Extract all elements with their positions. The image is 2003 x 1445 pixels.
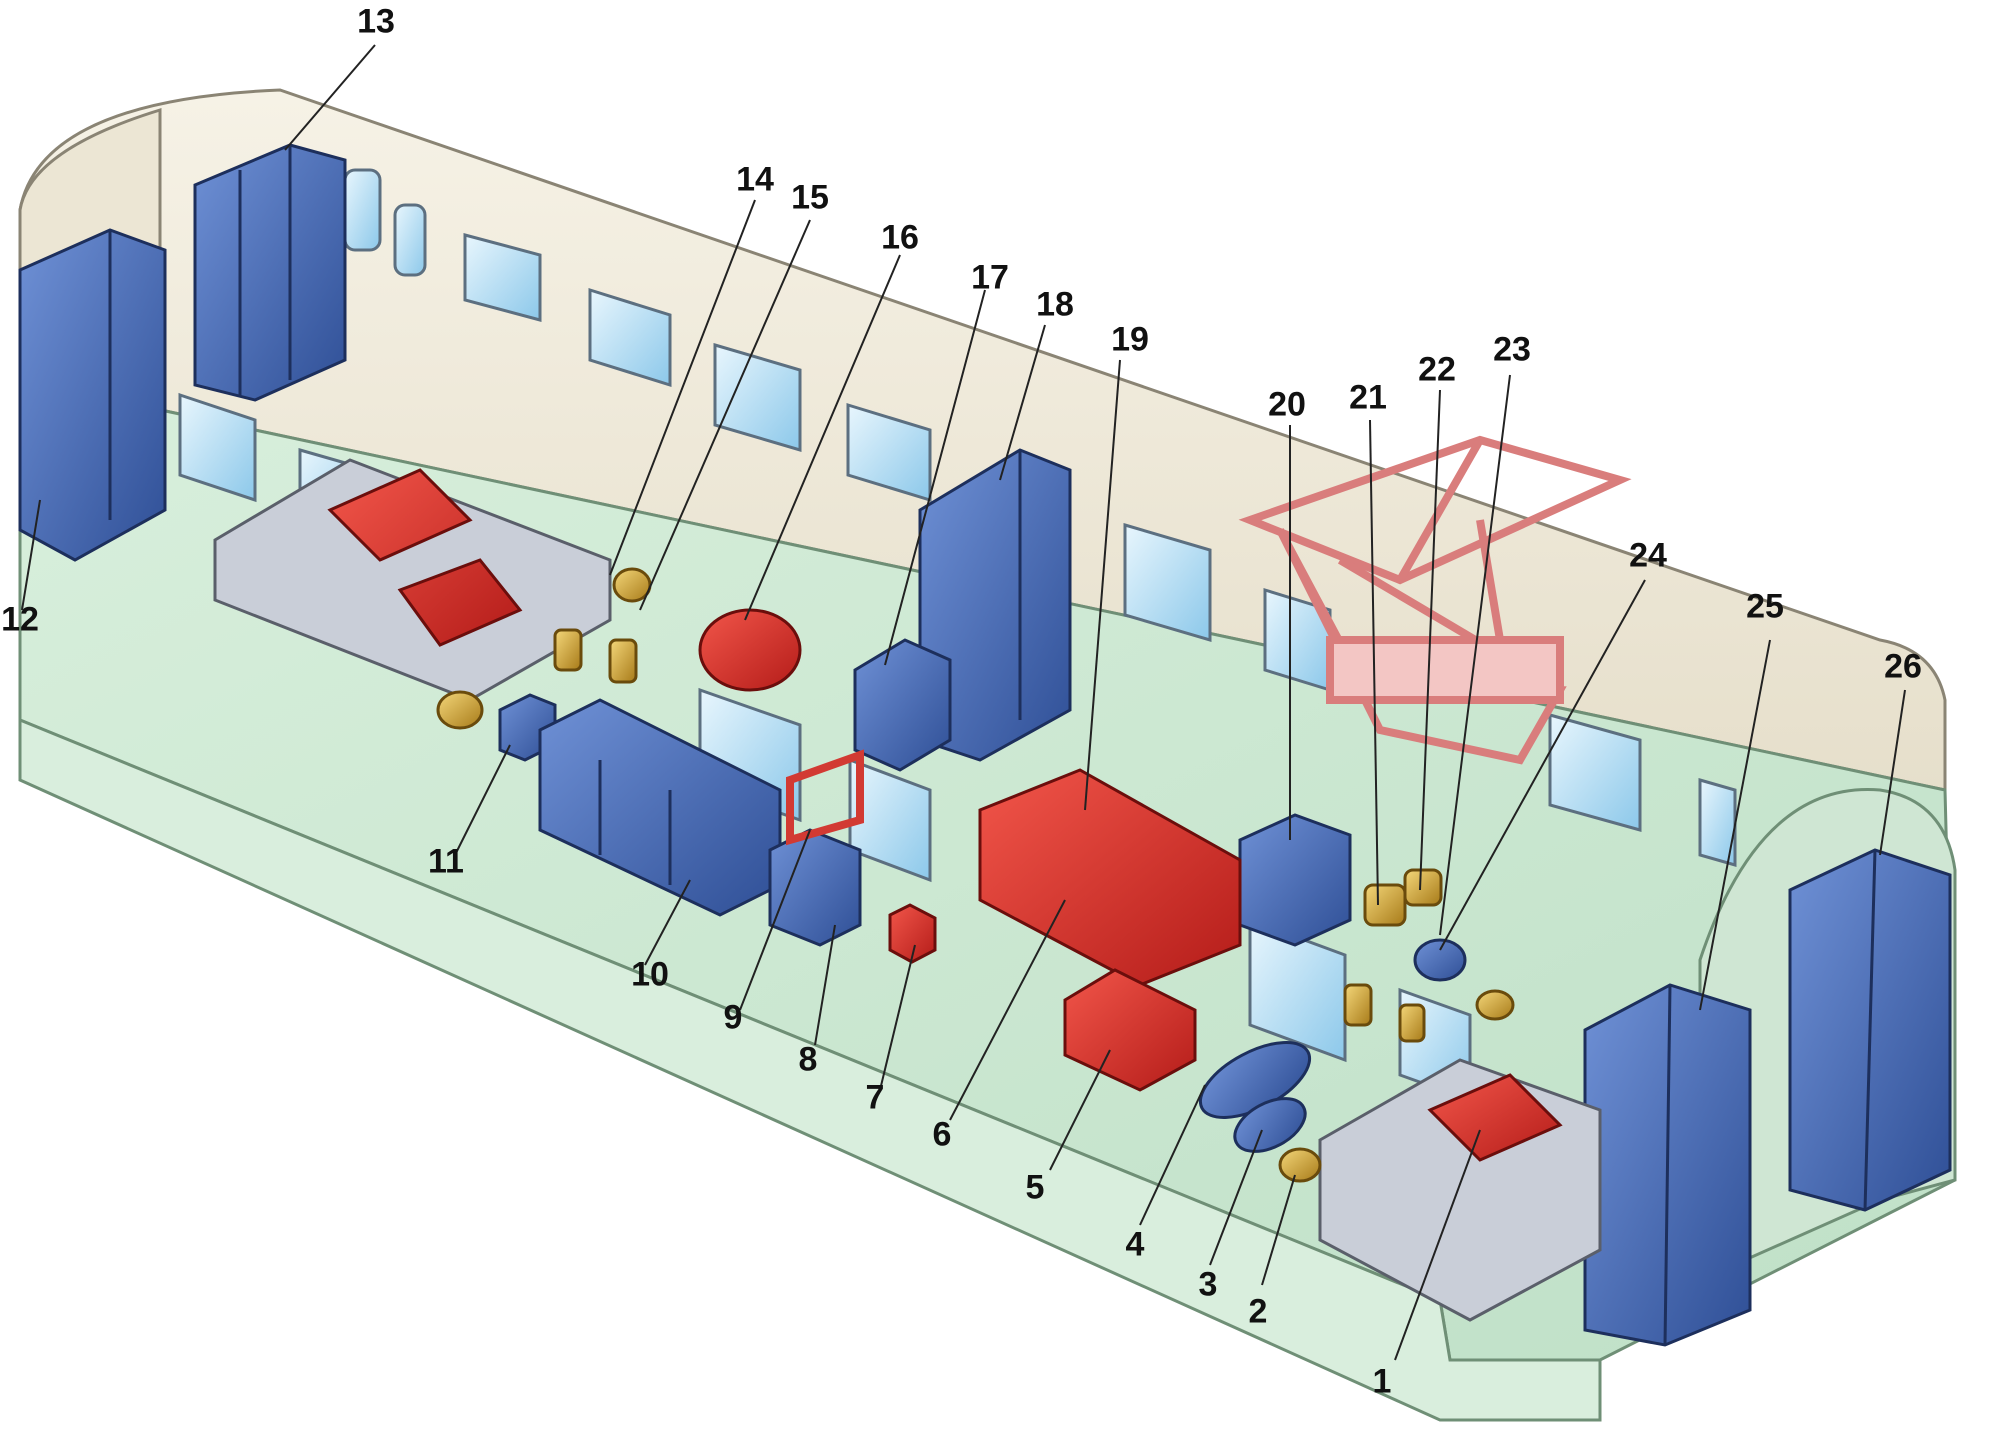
leader-3	[1209, 1129, 1263, 1266]
leader-26	[1879, 689, 1906, 856]
cabinet-26	[1788, 848, 1952, 1212]
leader-24	[1439, 579, 1646, 951]
leader-9	[739, 829, 811, 1011]
pantograph	[1238, 435, 1632, 765]
upper-windows	[343, 168, 1737, 867]
callout-3: 3	[1198, 1265, 1218, 1304]
callout-13: 13	[357, 2, 395, 41]
leader-4	[1139, 1084, 1206, 1226]
leader-5	[1049, 1049, 1111, 1171]
unit-7	[888, 903, 937, 964]
callout-9: 9	[723, 998, 743, 1037]
cylinder-24	[1413, 938, 1467, 982]
leader-17	[884, 289, 986, 666]
brass-fittings	[436, 567, 1515, 1183]
leader-18	[999, 324, 1046, 481]
callout-12: 12	[1, 600, 39, 639]
bogie-right	[1318, 1058, 1602, 1322]
callout-26: 26	[1884, 647, 1922, 686]
cabinet-13	[193, 143, 347, 402]
leader-1	[1394, 1129, 1481, 1361]
callout-25: 25	[1746, 587, 1784, 626]
leader-22	[1419, 389, 1441, 891]
leader-10	[644, 879, 691, 966]
leader-19	[1084, 359, 1121, 811]
callout-6: 6	[932, 1115, 952, 1154]
cabinet-17	[853, 638, 952, 772]
callout-16: 16	[881, 218, 919, 257]
callout-1: 1	[1372, 1362, 1392, 1401]
leader-7	[879, 944, 916, 1091]
callout-8: 8	[798, 1040, 818, 1079]
callout-11: 11	[428, 842, 464, 881]
callout-23: 23	[1493, 330, 1531, 369]
callout-22: 22	[1418, 350, 1456, 389]
callout-17: 17	[971, 258, 1009, 297]
callout-18: 18	[1036, 285, 1074, 324]
callout-10: 10	[631, 955, 669, 994]
callout-24: 24	[1629, 536, 1667, 575]
leader-12	[21, 499, 41, 611]
leader-11	[454, 744, 511, 856]
leader-21	[1369, 419, 1379, 906]
callout-7: 7	[865, 1078, 885, 1117]
leader-13	[284, 44, 376, 151]
box-20	[1238, 813, 1352, 947]
leader-8	[814, 924, 836, 1046]
leader-14	[609, 199, 756, 576]
box-8	[768, 828, 862, 947]
callout-19: 19	[1111, 320, 1149, 359]
leader-lines	[21, 44, 1906, 1361]
leader-6	[949, 899, 1066, 1121]
cylinder-3	[1233, 1097, 1307, 1153]
cabinet-12	[18, 228, 167, 562]
callout-2: 2	[1248, 1292, 1268, 1331]
callout-20: 20	[1268, 385, 1306, 424]
leader-23	[1439, 374, 1511, 936]
frame-9	[786, 749, 864, 846]
unit-16	[698, 608, 802, 692]
leader-25	[1699, 639, 1771, 1011]
bogie-left	[213, 458, 612, 702]
callout-14: 14	[736, 160, 774, 199]
callout-4: 4	[1125, 1225, 1145, 1264]
unit-19	[978, 768, 1242, 987]
leader-2	[1261, 1174, 1296, 1286]
callout-21: 21	[1349, 378, 1387, 417]
callout-15: 15	[791, 178, 829, 217]
unit-5	[1063, 968, 1197, 1092]
leader-15	[639, 219, 811, 611]
callout-5: 5	[1025, 1168, 1045, 1207]
cabinet-25	[1583, 983, 1752, 1347]
leader-16	[744, 254, 901, 621]
